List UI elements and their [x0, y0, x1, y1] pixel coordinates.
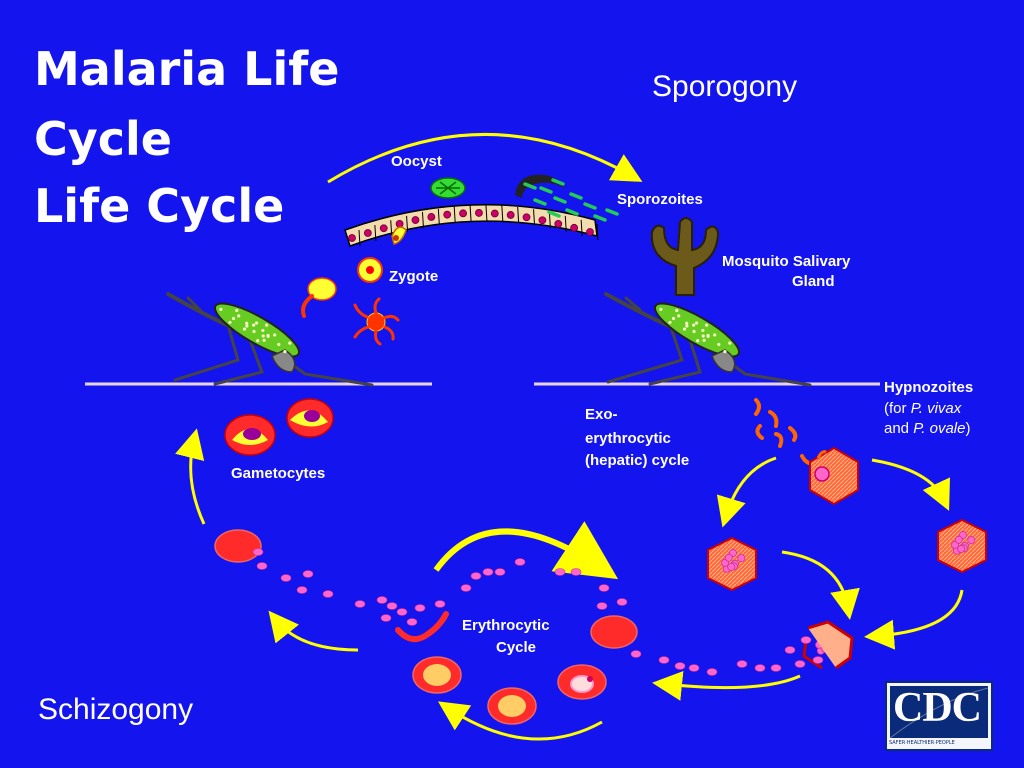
zygote-label: Zygote	[389, 268, 439, 285]
red-blood-cell-left	[214, 529, 262, 563]
arrow-schizont-left-down	[781, 550, 860, 620]
hypnozoites-ovale-line: and P. ovale)	[884, 419, 970, 439]
microgametocyte	[353, 297, 400, 346]
sporozoites-label: Sporozoites	[617, 191, 703, 208]
sporozoites-in-blood	[754, 398, 816, 466]
hypnozoites-heading: Hypnozoites	[884, 379, 974, 396]
exo-erythrocytic-label-line-2: erythrocytic	[585, 430, 671, 447]
arrow-to-schizont-right	[871, 458, 950, 511]
mosquito-left	[166, 292, 374, 387]
paren-open: (	[884, 400, 889, 417]
salivary-gland	[650, 217, 720, 296]
salivary-gland-label-line-1: Mosquito Salivary	[722, 253, 851, 270]
title-line-1: Malaria Life	[34, 42, 340, 96]
gametocytes-label: Gametocytes	[231, 465, 326, 482]
rupturing-schizont	[395, 611, 449, 643]
erythrocytic-arrow-top	[433, 521, 619, 580]
gametocyte-1	[224, 414, 276, 456]
gametocyte-2	[286, 398, 334, 438]
for-word: for	[889, 400, 911, 417]
trophozoite-cell	[412, 656, 462, 694]
erythrocytic-cycle-label-line-2: Cycle	[496, 639, 537, 656]
arrow-schizont-right-down	[864, 589, 964, 650]
mosquito-right-abdomen-dots	[659, 307, 732, 354]
infected-hepatocyte	[809, 446, 859, 506]
macrogamete	[307, 277, 337, 301]
schizogony-label: Schizogony	[38, 693, 194, 726]
cdc-logo-text: CDC	[893, 685, 982, 731]
title-line-2: Cycle	[34, 112, 172, 166]
merozoites	[252, 548, 824, 676]
ring-stage-cell	[557, 664, 607, 700]
red-blood-cell-right	[590, 615, 638, 649]
erythrocytic-arrow-bottom	[437, 701, 603, 741]
salivary-gland-label-line-2: Gland	[792, 273, 835, 290]
cdc-logo-tagline: SAFER·HEALTHIER·PEOPLE	[889, 740, 955, 746]
ruptured-oocyst	[515, 174, 565, 198]
arrow-to-schizont-left	[716, 456, 777, 528]
sporozoite-dashes	[523, 178, 619, 222]
mosquito-gut-wall	[344, 203, 599, 247]
cdc-logo	[885, 681, 993, 751]
schizogony-arrow-left	[268, 610, 359, 652]
and-word: and	[884, 420, 914, 437]
p-vivax: P. vivax	[910, 400, 962, 417]
hypnozoites-vivax-line: (for P. vivax	[884, 399, 961, 419]
paren-close: )	[965, 420, 971, 437]
oocyst-label: Oocyst	[391, 153, 442, 170]
mosquito-left-abdomen-dots	[219, 307, 292, 354]
schizont-cell	[487, 687, 537, 725]
exo-erythrocytic-label-line-3: (hepatic) cycle	[585, 452, 690, 469]
p-ovale: P. ovale	[913, 420, 966, 437]
title-line-3: Life Cycle	[34, 179, 285, 233]
sporogony-arrow	[327, 132, 643, 184]
exo-erythrocytic-label-line-1: Exo-	[585, 406, 618, 423]
arrow-merozoites-to-blood	[652, 670, 801, 701]
mosquito-right	[604, 292, 812, 387]
ruptured-liver-schizont	[802, 620, 854, 670]
sporogony-label: Sporogony	[652, 70, 798, 103]
arrow-to-gametocytes	[175, 428, 206, 525]
erythrocytic-cycle-label-line-1: Erythrocytic	[462, 617, 550, 634]
